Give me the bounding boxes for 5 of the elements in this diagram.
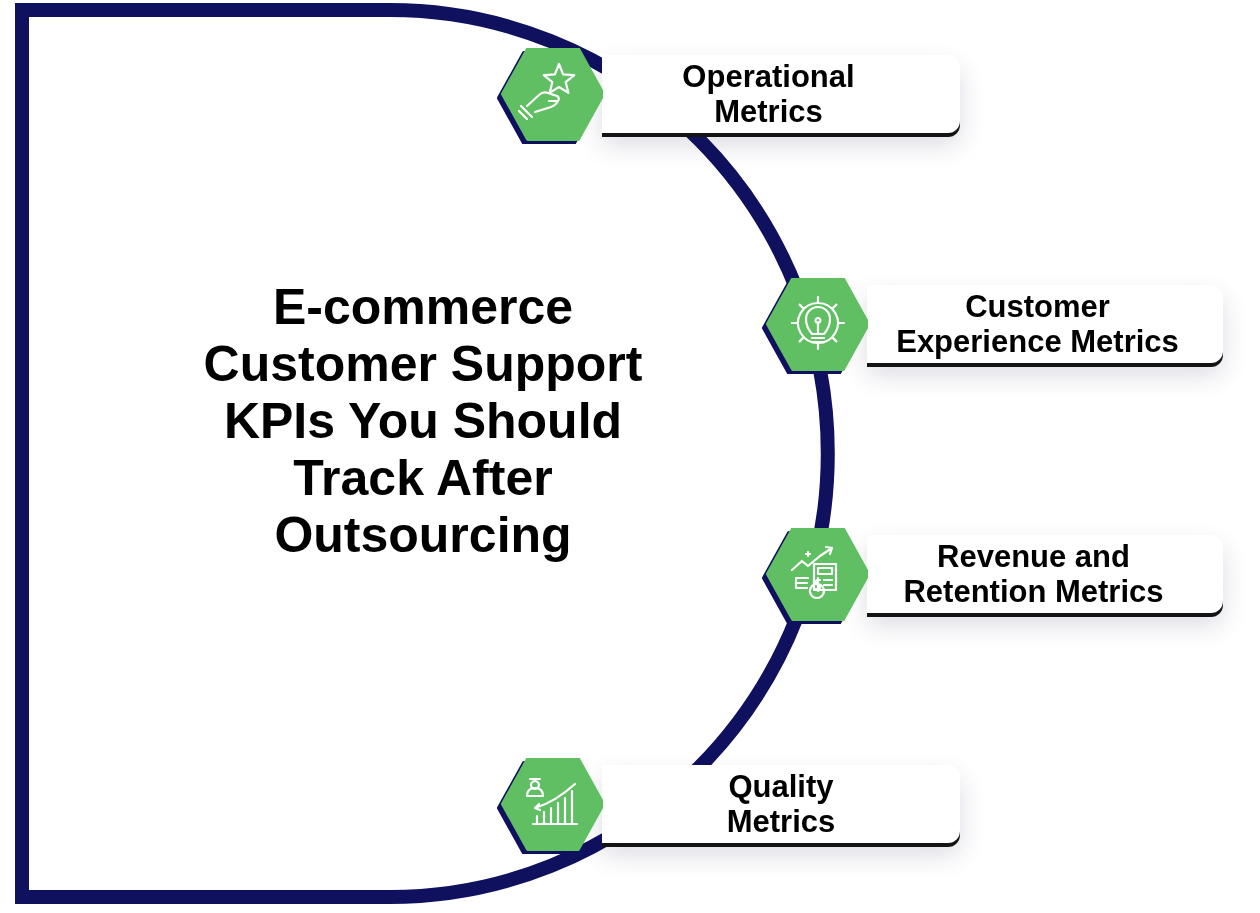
metric-title: Operational Metrics: [681, 59, 856, 129]
metric-title: Customer Experience Metrics: [895, 289, 1180, 359]
metric-title: Quality Metrics: [725, 769, 837, 839]
title: E-commerce Customer Support KPIs You Should Track After Outsourcing: [202, 279, 644, 564]
metric-title: Revenue and Retention Metrics: [902, 539, 1165, 609]
